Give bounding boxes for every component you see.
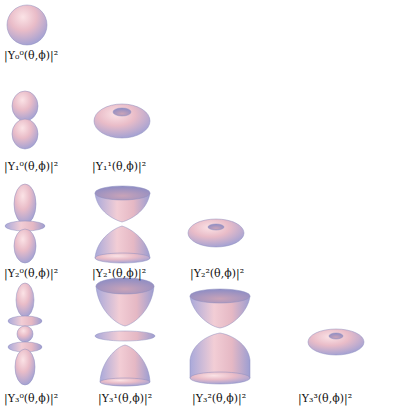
torus-dimple <box>329 333 343 339</box>
harmonic-label: |Y₂¹(θ,ϕ)|² <box>92 268 146 280</box>
cup-base <box>190 372 250 384</box>
ring-shape <box>8 316 42 326</box>
harmonic-label: |Y₃³(θ,ϕ)|² <box>298 393 352 405</box>
torus-dimple <box>208 224 224 230</box>
sphere-shape <box>7 5 47 45</box>
lobe-shape <box>14 184 36 224</box>
lobe-shape <box>16 283 34 317</box>
cone-shape <box>100 345 150 386</box>
harmonic-label: |Y₃⁰(θ,ϕ)|² <box>4 393 58 405</box>
harmonic-label: |Y₀⁰(θ,ϕ)|² <box>4 50 58 62</box>
harmonic-label: |Y₂⁰(θ,ϕ)|² <box>4 268 58 280</box>
cup-shape <box>190 333 250 383</box>
lobe-shape <box>12 119 38 149</box>
lobe-shape <box>15 349 35 385</box>
bowl-rim <box>96 278 154 294</box>
cone-base <box>100 378 150 386</box>
torus-shape <box>94 104 150 138</box>
ring-shape <box>95 331 155 341</box>
lobe-shape <box>12 91 38 121</box>
torus-dimple <box>113 108 131 116</box>
lobe-shape <box>14 229 36 263</box>
harmonic-label: |Y₁⁰(θ,ϕ)|² <box>4 161 58 173</box>
harmonic-label: |Y₂²(θ,ϕ)|² <box>190 268 244 280</box>
cone-base <box>95 253 150 263</box>
harmonic-label: |Y₁¹(θ,ϕ)|² <box>92 161 146 173</box>
harmonic-label: |Y₃¹(θ,ϕ)|² <box>98 393 152 405</box>
bowl-rim <box>95 186 150 200</box>
torus-shape <box>188 219 244 247</box>
torus-shape <box>308 329 364 355</box>
lobe-shape <box>17 326 33 342</box>
harmonic-label: |Y₃²(θ,ϕ)|² <box>192 393 246 405</box>
bowl-rim <box>190 289 250 303</box>
